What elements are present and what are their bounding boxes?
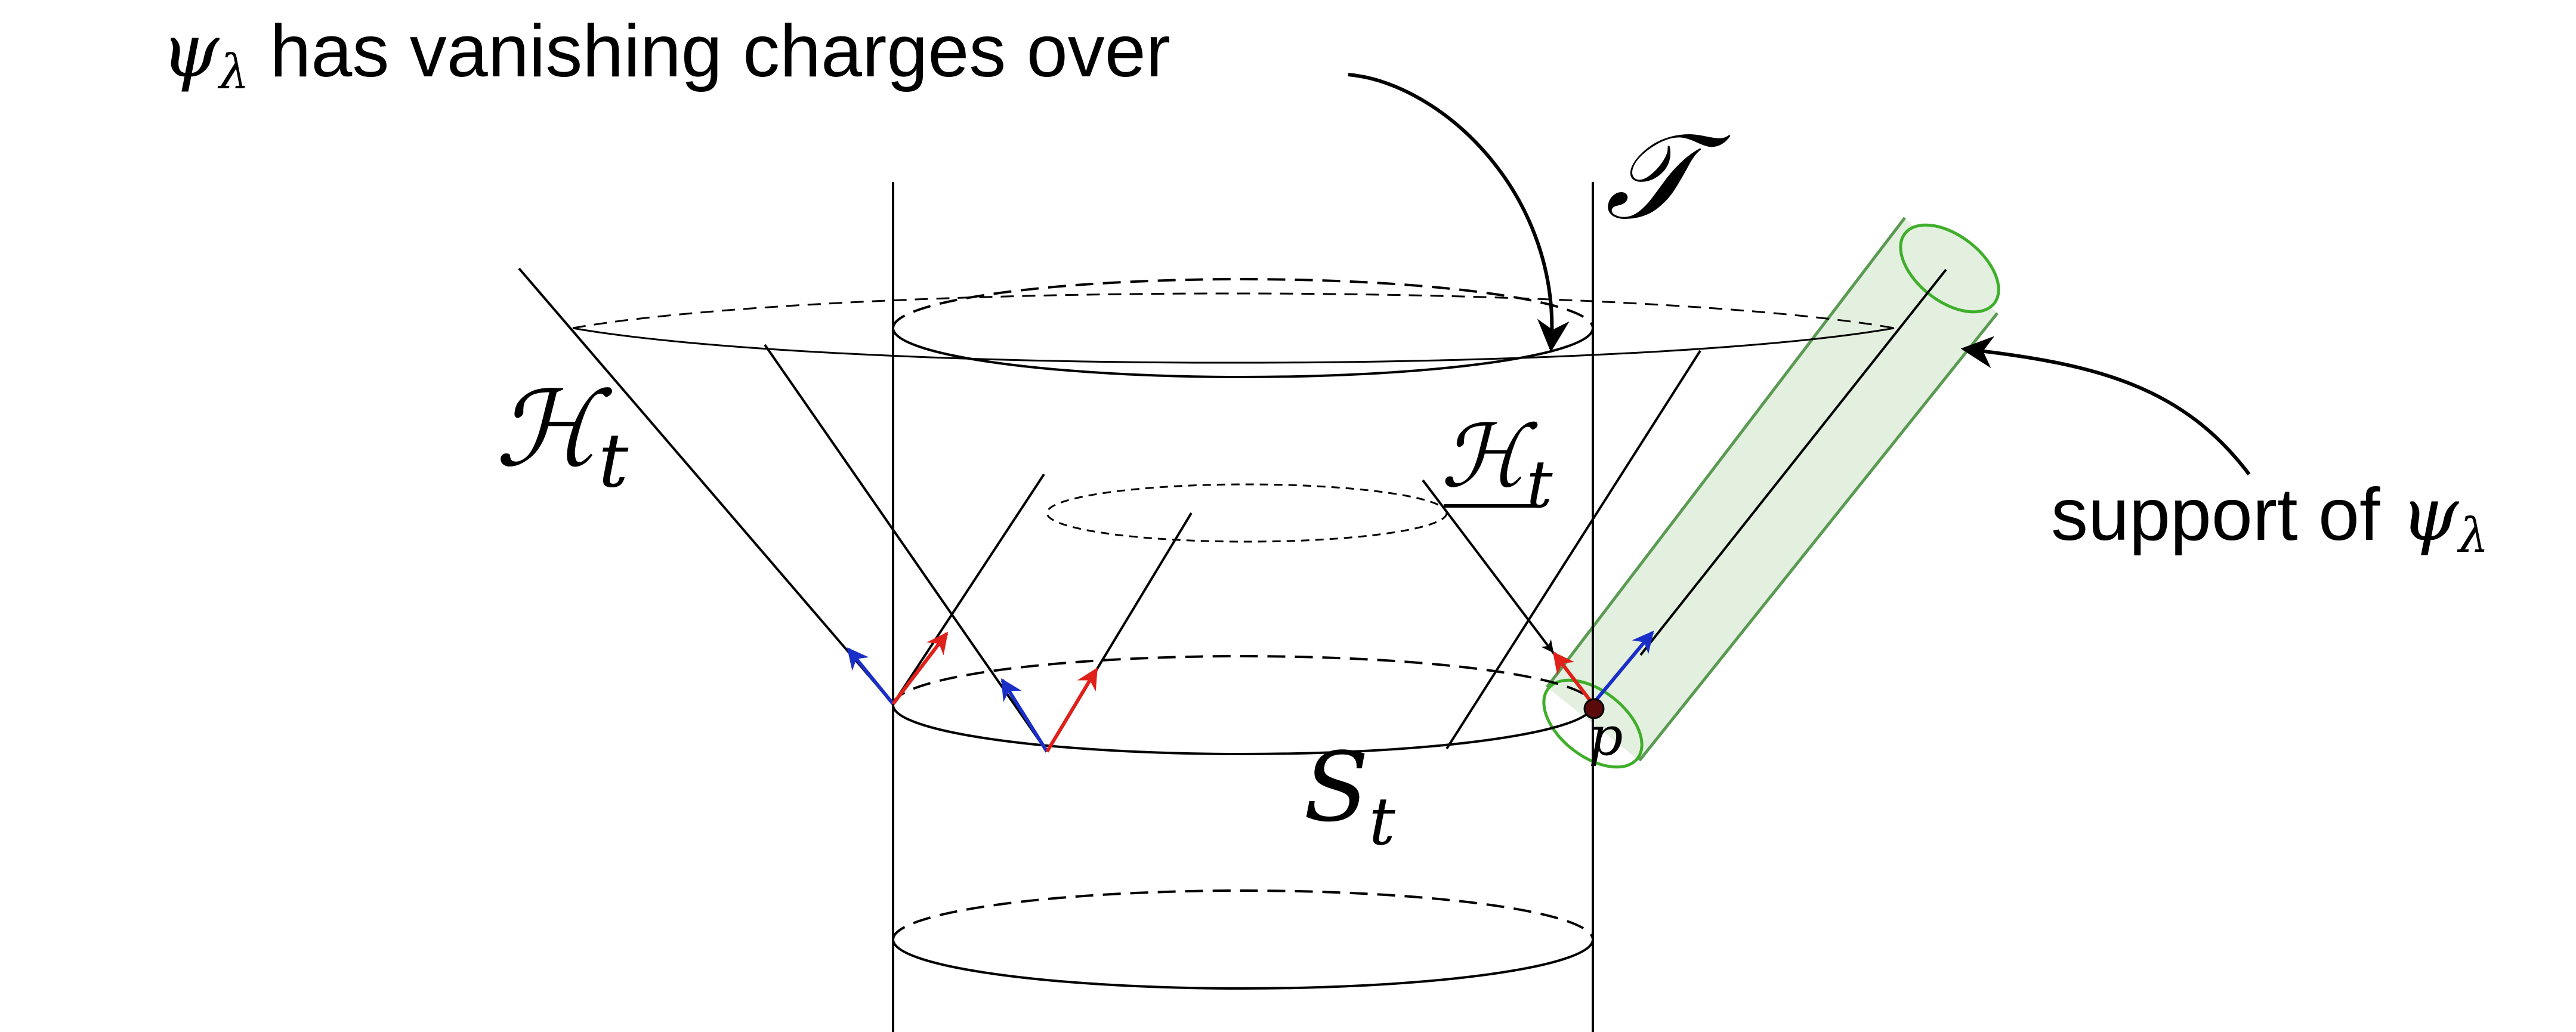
tube-top-ellipse [1899,223,2000,314]
tube-edge-lower [1638,312,1999,762]
tube-edge-upper [1546,217,1906,688]
outer-cone-front-ellipse [572,327,1895,364]
label-p: p [1589,705,1623,768]
support-label: support of ψλ [2051,472,2489,563]
null-vectors [847,614,1654,753]
tube-bottom-ellipse [1542,678,1644,769]
svg-text:ℋt: ℋt [1441,406,1553,523]
cylinder-bottom-front [892,939,1594,990]
cylinder-mid-front [892,705,1594,755]
cylinder-top-front [892,327,1594,378]
outer-cone-inner-line [764,344,1048,753]
cylinder [892,182,1594,1032]
support-arrow [1960,336,2251,475]
outer-cone-left-line [518,267,894,705]
black-arrow-right-cone [1523,614,1554,653]
cylinder-top-back [892,278,1594,329]
vanishing-charges-label: ψλ has vanishing charges over [161,8,1170,100]
red-vector-left [891,632,949,705]
blue-vector-p [1591,631,1654,705]
label-T: 𝒯 [1605,107,1731,246]
red-vector-p [1552,651,1595,705]
cylinder-bottom-back [892,889,1594,940]
cylinder-mid-back [892,655,1594,706]
inner-cone-ellipse [1046,483,1448,543]
support-tube [1542,217,2000,769]
blue-vector-left [847,647,895,705]
point-p [1583,698,1605,719]
label-S-t: St [1304,731,1396,860]
inner-cone [892,473,1594,753]
outer-cone-back-ellipse [572,292,1895,329]
outer-cone-right-line [1445,350,1701,750]
label-H-t-inner: ℋt [1441,406,1553,523]
blue-vector-mid [1000,678,1049,753]
inner-cone-left-line [892,473,1045,705]
red-vector-mid [1045,667,1098,753]
label-H-t-outer: ℋt [495,369,629,504]
vanishing-charges-arrow [1348,73,1570,353]
outer-cone [518,267,1895,753]
tube-axis-line [1639,268,1947,656]
